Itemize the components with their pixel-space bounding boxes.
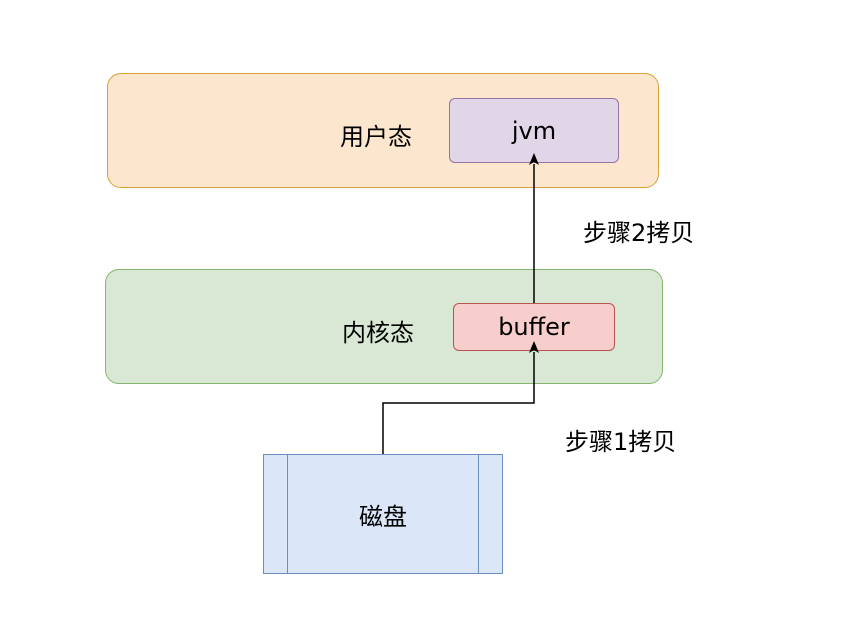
jvm-label: jvm xyxy=(511,116,557,145)
disk-label: 磁盘 xyxy=(359,502,407,531)
kernel-mode-label: 内核态 xyxy=(342,319,414,347)
disk-right-divider xyxy=(478,455,479,573)
buffer-label: buffer xyxy=(498,313,570,341)
user-mode-label: 用户态 xyxy=(340,123,412,151)
disk-node: 磁盘 xyxy=(263,454,503,574)
step1-copy-label: 步骤1拷贝 xyxy=(565,428,677,456)
disk-left-divider xyxy=(287,455,288,573)
step2-copy-label: 步骤2拷贝 xyxy=(583,219,695,247)
disk-to-buffer-arrow xyxy=(382,341,539,454)
